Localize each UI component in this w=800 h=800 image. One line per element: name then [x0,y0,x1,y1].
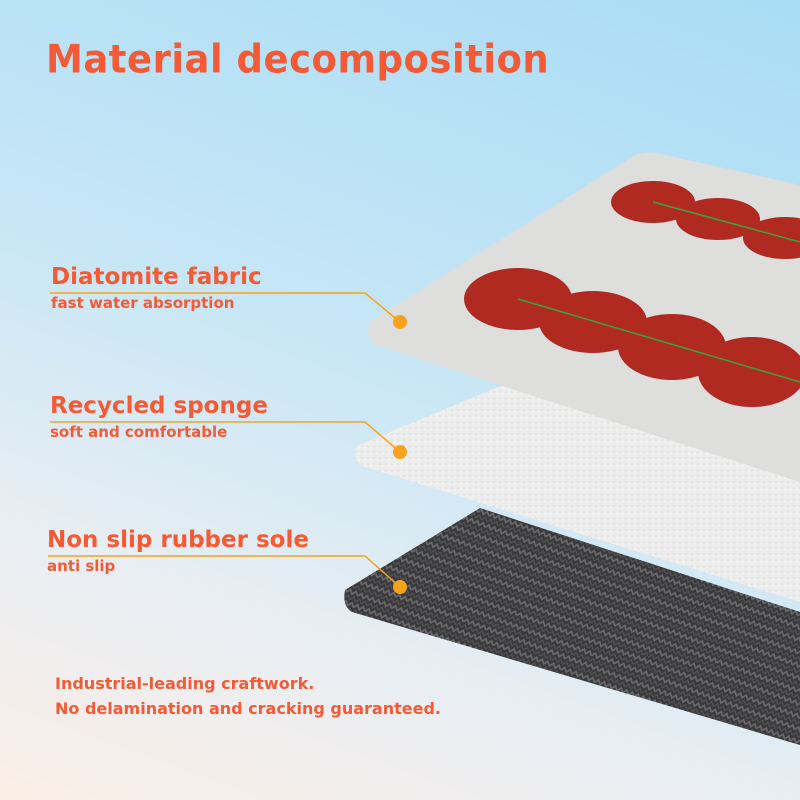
layer-name: Diatomite fabric [51,264,262,290]
layer-name: Recycled sponge [50,393,268,419]
rubber-sole-layer [344,508,800,745]
page-title: Material decomposition [46,36,550,83]
marker-dot [393,445,407,459]
footer-note: Industrial-leading craftwork. No delamin… [55,671,441,721]
leader-lines [48,292,401,588]
layer-desc: fast water absorption [51,294,235,312]
diatomite-fabric-layer [368,152,800,482]
footer-line-2: No delamination and cracking guaranteed. [55,699,441,718]
marker-dot [393,580,407,594]
label-diatomite-fabric: Diatomite fabric fast water absorption [51,264,262,312]
layer-name: Non slip rubber sole [47,527,309,553]
footer-line-1: Industrial-leading craftwork. [55,674,315,693]
label-recycled-sponge: Recycled sponge soft and comfortable [50,393,268,441]
marker-dot [393,315,407,329]
layer-desc: soft and comfortable [50,423,228,441]
label-rubber-sole: Non slip rubber sole anti slip [47,527,309,575]
layer-desc: anti slip [47,557,116,575]
